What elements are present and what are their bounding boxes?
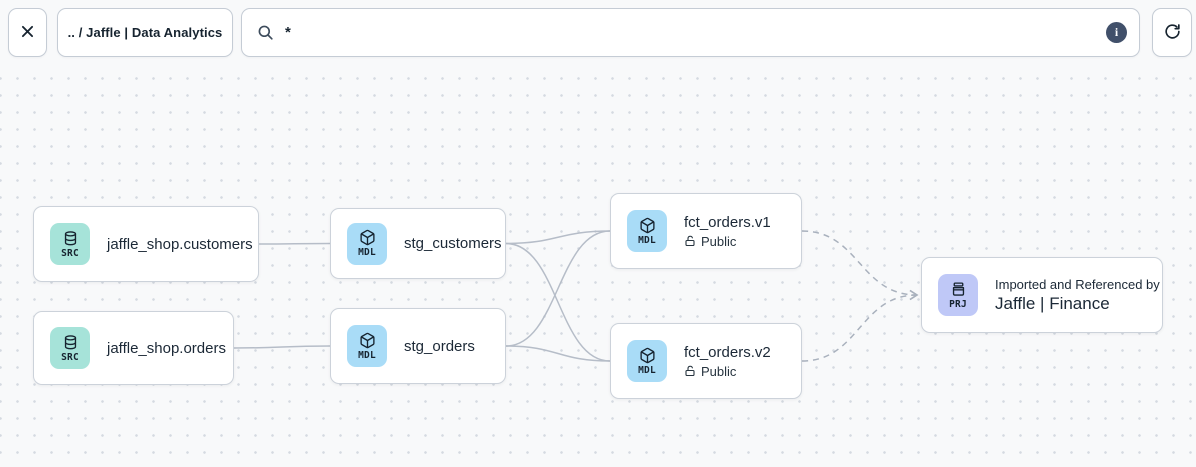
node-text: stg_customers <box>404 235 502 252</box>
database-icon <box>62 230 79 247</box>
lineage-edge <box>505 242 611 362</box>
graph-node-src-orders[interactable]: SRC jaffle_shop.orders <box>33 311 234 385</box>
node-type-label: MDL <box>638 234 656 246</box>
search-bar[interactable]: i <box>241 8 1140 57</box>
node-type-label: MDL <box>638 364 656 376</box>
node-type-badge: MDL <box>347 222 387 265</box>
graph-node-stg-orders[interactable]: MDL stg_orders <box>330 308 506 384</box>
lineage-edge <box>258 242 331 245</box>
search-input[interactable] <box>285 9 1106 56</box>
node-type-badge: MDL <box>627 210 667 252</box>
node-text: stg_orders <box>404 338 475 355</box>
node-title: jaffle_shop.customers <box>107 235 253 253</box>
node-title: fct_orders.v1 <box>684 213 771 231</box>
search-icon <box>256 23 275 42</box>
node-type-label: MDL <box>358 349 376 361</box>
lineage-edge <box>505 345 611 362</box>
node-type-label: SRC <box>61 351 79 363</box>
lineage-edge <box>505 230 611 245</box>
lock-open-icon <box>684 235 696 247</box>
archive-icon <box>950 281 967 298</box>
node-title: fct_orders.v2 <box>684 343 771 361</box>
edge-arrowhead <box>909 289 919 301</box>
node-type-label: SRC <box>61 247 79 259</box>
node-access-label: Public <box>701 363 737 379</box>
cube-icon <box>639 217 656 234</box>
graph-node-src-customers[interactable]: SRC jaffle_shop.customers <box>33 206 259 282</box>
cube-icon <box>359 332 376 349</box>
node-type-badge: SRC <box>50 223 90 265</box>
node-type-label: MDL <box>358 247 376 258</box>
breadcrumb[interactable]: .. / Jaffle | Data Analytics <box>57 8 233 57</box>
x-icon <box>19 23 36 43</box>
cube-icon <box>639 347 656 364</box>
refresh-icon <box>1163 22 1182 44</box>
node-kicker: Imported and Referenced by <box>995 276 1160 292</box>
node-text: jaffle_shop.orders <box>107 340 226 357</box>
toolbar: .. / Jaffle | Data Analytics i <box>0 0 1196 64</box>
node-title: Jaffle | Finance <box>995 293 1110 313</box>
node-title: stg_customers <box>404 235 502 252</box>
node-type-badge: PRJ <box>938 274 978 316</box>
node-access: Public <box>684 234 771 249</box>
graph-node-stg-customers[interactable]: MDL stg_customers <box>330 208 506 279</box>
node-type-label: PRJ <box>949 298 967 310</box>
database-icon <box>62 334 79 351</box>
lineage-edge <box>801 230 918 296</box>
node-access-label: Public <box>701 233 737 249</box>
lineage-edge <box>505 230 611 347</box>
node-title: stg_orders <box>404 337 475 355</box>
lineage-edge <box>801 294 918 362</box>
info-icon[interactable]: i <box>1106 22 1127 43</box>
lock-open-icon <box>684 365 696 377</box>
node-access: Public <box>684 364 771 379</box>
refresh-button[interactable] <box>1152 8 1192 57</box>
close-button[interactable] <box>8 8 47 57</box>
node-title: jaffle_shop.orders <box>107 339 226 357</box>
lineage-edge <box>233 345 331 349</box>
node-type-badge: SRC <box>50 327 90 369</box>
cube-icon <box>359 229 376 246</box>
node-type-badge: MDL <box>627 340 667 382</box>
node-type-badge: MDL <box>347 325 387 367</box>
node-text: jaffle_shop.customers <box>107 236 253 253</box>
